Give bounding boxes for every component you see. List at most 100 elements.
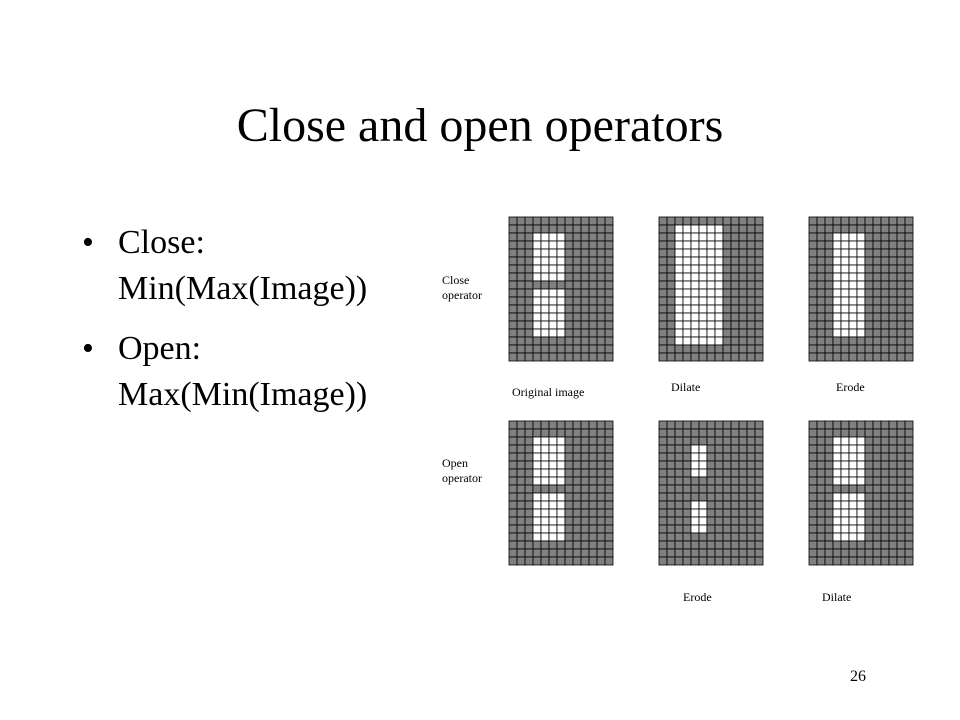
grid-cell (816, 516, 826, 526)
grid-cell (848, 468, 858, 478)
grid-cell (682, 524, 692, 534)
grid-cell (540, 296, 550, 306)
grid-cell (864, 524, 874, 534)
grid-cell (714, 428, 724, 438)
grid-cell (524, 320, 534, 330)
grid-cell (714, 508, 724, 518)
grid-cell (880, 272, 890, 282)
grid-cell (604, 240, 614, 250)
grid-cell (564, 556, 574, 566)
grid-cell (730, 264, 740, 274)
grid-cell (564, 468, 574, 478)
grid-cell (896, 532, 906, 542)
grid-cell (706, 476, 716, 486)
grid-cell (548, 296, 558, 306)
grid-cell (706, 460, 716, 470)
grid-cell (556, 296, 566, 306)
grid-cell (904, 344, 914, 354)
grid-cell (746, 232, 756, 242)
grid-cell (580, 320, 590, 330)
grid-cell (706, 288, 716, 298)
grid-cell (588, 248, 598, 258)
grid-cell (872, 468, 882, 478)
grid-cell (658, 532, 668, 542)
grid-cell (532, 320, 542, 330)
grid-cell (690, 336, 700, 346)
grid-cell (840, 224, 850, 234)
grid-cell (508, 296, 518, 306)
grid-cell (508, 468, 518, 478)
grid-cell (738, 476, 748, 486)
grid-cell (666, 288, 676, 298)
grid-cell (896, 336, 906, 346)
grid-cell (682, 256, 692, 266)
grid-cell (604, 224, 614, 234)
grid-cell (588, 328, 598, 338)
grid-cell (666, 444, 676, 454)
grid-cell (698, 548, 708, 558)
slide-title: Close and open operators (236, 99, 724, 152)
grid-cell (840, 248, 850, 258)
grid-cell (714, 296, 724, 306)
grid-cell (880, 420, 890, 430)
grid-cell (824, 248, 834, 258)
grid-cell (746, 484, 756, 494)
grid-cell (508, 532, 518, 542)
grid-cell (872, 232, 882, 242)
grid-cell (580, 272, 590, 282)
grid-cell (532, 240, 542, 250)
grid-cell (690, 444, 700, 454)
grid-cell (722, 436, 732, 446)
grid-cell (682, 232, 692, 242)
grid-cell (896, 556, 906, 566)
grid-cell (658, 248, 668, 258)
grid-cell (856, 280, 866, 290)
grid-cell (690, 460, 700, 470)
grid-cell (880, 248, 890, 258)
grid-cell (904, 524, 914, 534)
grid-cell (524, 500, 534, 510)
grid-cell (746, 296, 756, 306)
grid-cell (824, 476, 834, 486)
grid-cell (840, 304, 850, 314)
grid-cell (588, 272, 598, 282)
grid-cell (754, 280, 764, 290)
grid-cell (816, 476, 826, 486)
grid-cell (524, 304, 534, 314)
grid-cell (572, 548, 582, 558)
grid-cell (840, 476, 850, 486)
grid-cell (596, 460, 606, 470)
grid-cell (864, 280, 874, 290)
grid-cell (666, 216, 676, 226)
grid-cell (738, 468, 748, 478)
grid-cell (548, 444, 558, 454)
grid-cell (808, 524, 818, 534)
grid-cell (738, 248, 748, 258)
grid-cell (706, 256, 716, 266)
grid-cell (532, 216, 542, 226)
grid-cell (564, 248, 574, 258)
grid-cell (508, 500, 518, 510)
grid-cell (746, 556, 756, 566)
grid-cell (532, 296, 542, 306)
grid-cell (864, 508, 874, 518)
grid-cell (848, 484, 858, 494)
bullet-formula: Min(Max(Image)) (118, 270, 368, 307)
grid-cell (556, 556, 566, 566)
grid-cell (532, 484, 542, 494)
grid-cell (524, 532, 534, 542)
grid-cell (548, 436, 558, 446)
grid-cell (880, 336, 890, 346)
grid-cell (548, 548, 558, 558)
grid-cell (508, 420, 518, 430)
grid-cell (722, 492, 732, 502)
grid-cell (516, 232, 526, 242)
grid-cell (888, 468, 898, 478)
grid-cell (532, 352, 542, 362)
grid-cell (556, 232, 566, 242)
grid-cell (508, 516, 518, 526)
grid-cell (730, 460, 740, 470)
grid-cell (516, 352, 526, 362)
grid-cell (516, 532, 526, 542)
grid-cell (746, 428, 756, 438)
